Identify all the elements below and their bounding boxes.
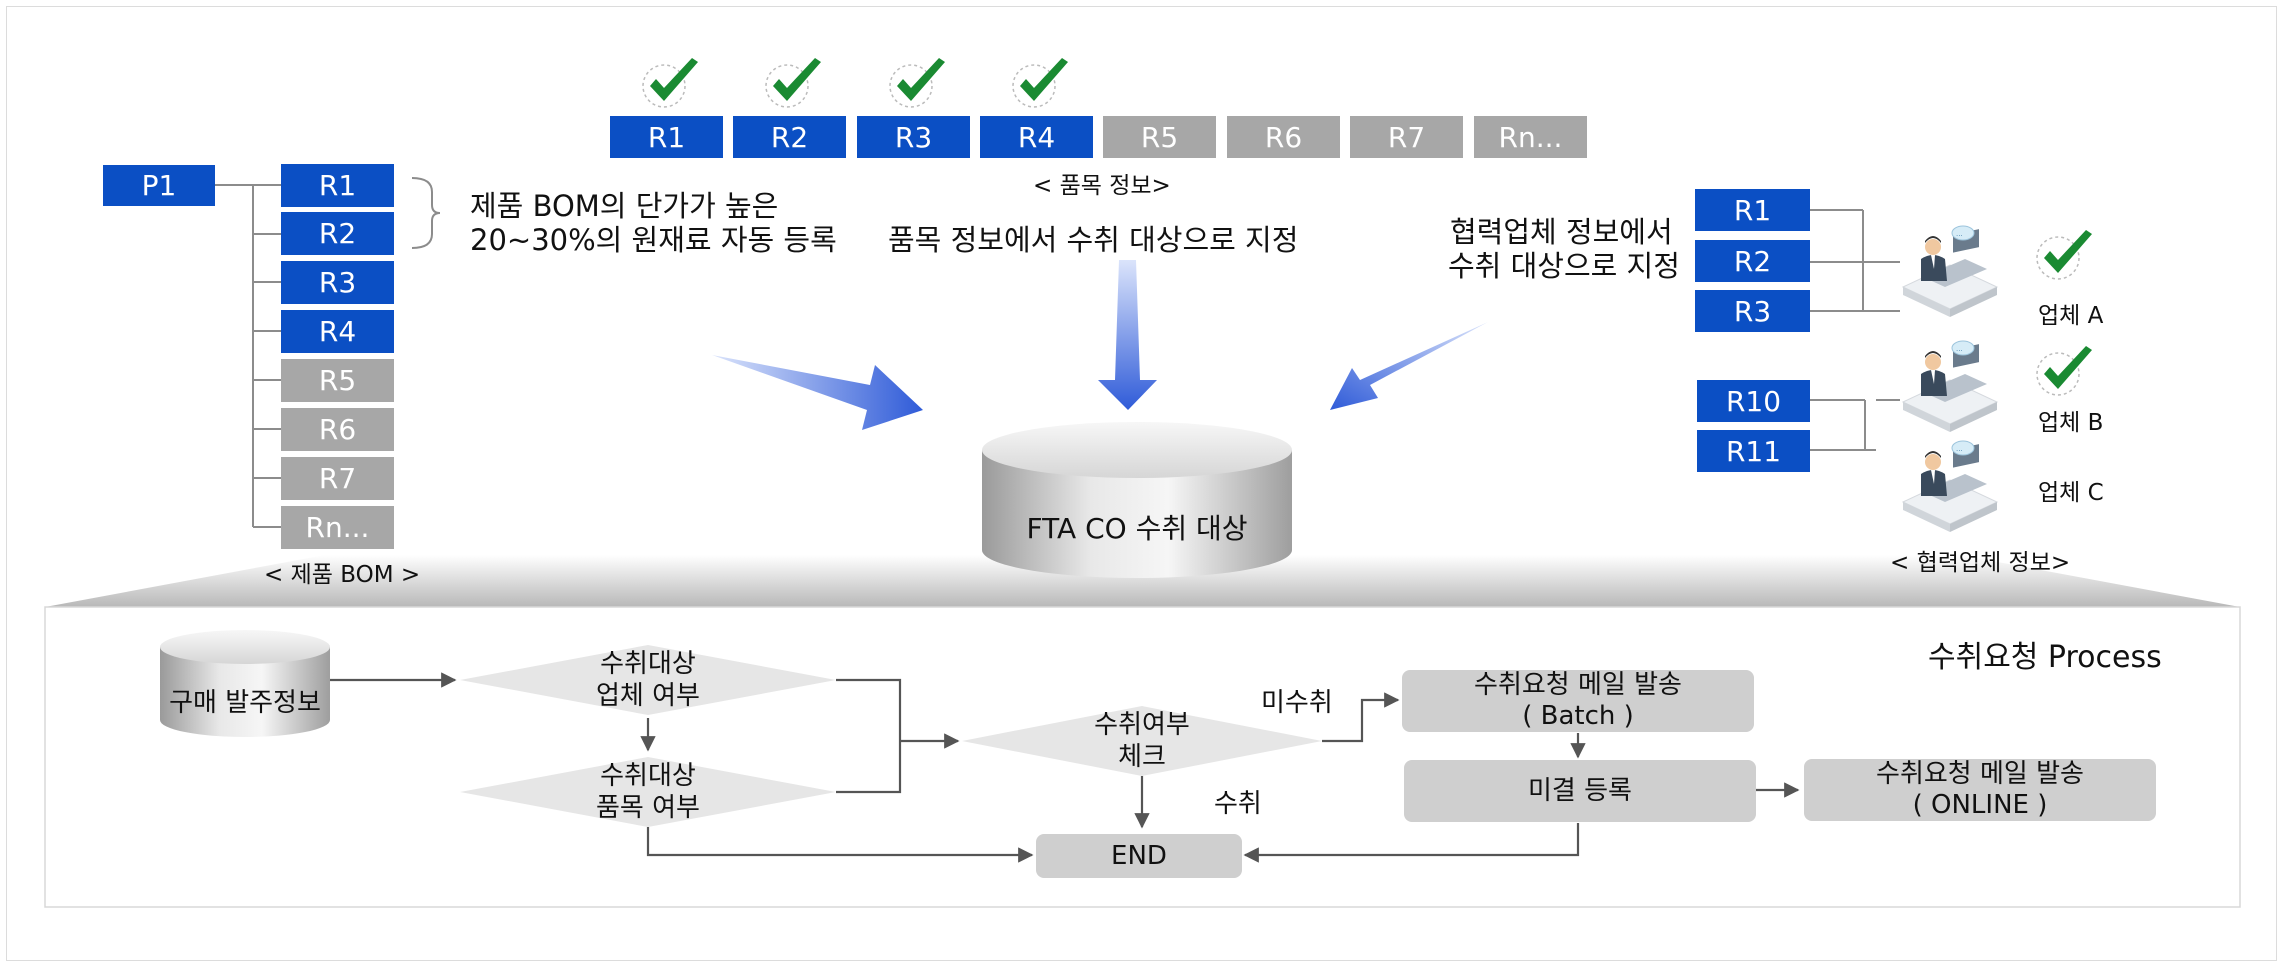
process-title: 수취요청 Process — [1928, 640, 2162, 675]
item-info-box: Rn... — [1474, 116, 1587, 158]
received-label: 수취 — [1214, 789, 1262, 819]
check-icon — [887, 56, 951, 116]
bom-parent-p1: P1 — [103, 165, 215, 206]
items-note: 품목 정보에서 수취 대상으로 지정 — [888, 223, 1299, 257]
check-icon — [763, 56, 827, 116]
diagram-frame — [6, 6, 2277, 961]
vendor-caption: < 협력업체 정보> — [1890, 550, 2071, 576]
bom-caption: < 제품 BOM > — [264, 562, 421, 588]
bom-item: R3 — [281, 261, 394, 304]
vendor-a-item: R1 — [1695, 189, 1810, 231]
bom-note-line1: 제품 BOM의 단가가 높은 — [470, 189, 779, 223]
not-received-label: 미수취 — [1261, 688, 1333, 718]
vendor-c-worker-icon: ... — [1895, 440, 2005, 536]
bom-note-line2: 20~30%의 원재료 자동 등록 — [470, 223, 837, 257]
vendor-b-worker-icon: ... — [1895, 340, 2005, 436]
target-db-cylinder — [982, 422, 1292, 578]
vendor-b-check-icon — [2034, 344, 2098, 404]
vendor-note-line1: 협력업체 정보에서 — [1450, 215, 1673, 249]
diamond-receipt-check — [962, 706, 1322, 776]
vendor-b-item: R10 — [1697, 380, 1810, 422]
diamond-item-check — [460, 757, 836, 827]
vendor-b-label: 업체 B — [2038, 410, 2104, 436]
target-db-label: FTA CO 수취 대상 — [1026, 512, 1248, 545]
end-box: END — [1036, 834, 1242, 878]
bom-item: R7 — [281, 457, 394, 500]
items-caption: < 품목 정보> — [1033, 173, 1171, 199]
svg-text:...: ... — [1956, 345, 1963, 353]
arrow-from-items — [1098, 260, 1157, 410]
item-info-box: R6 — [1227, 116, 1340, 158]
arrow-from-bom — [712, 355, 923, 430]
item-info-box: R1 — [610, 116, 723, 158]
bom-item: Rn... — [281, 506, 394, 549]
bom-item: R6 — [281, 408, 394, 451]
vendor-note-line2: 수취 대상으로 지정 — [1448, 249, 1680, 283]
batch-mail-box: 수취요청 메일 발송( Batch ) — [1402, 670, 1754, 732]
vendor-a-check-icon — [2034, 228, 2098, 288]
item-info-box: R7 — [1350, 116, 1463, 158]
bom-item: R1 — [281, 164, 394, 207]
check-icon — [640, 56, 704, 116]
item-info-box: R4 — [980, 116, 1093, 158]
online-mail-box: 수취요청 메일 발송( ONLINE ) — [1804, 759, 2156, 821]
bom-tree-lines — [215, 184, 281, 528]
bom-item: R4 — [281, 310, 394, 353]
vendor-lines — [1810, 209, 1900, 451]
purchase-db-cylinder — [160, 630, 330, 737]
purchase-db-label: 구매 발주정보 — [169, 687, 321, 718]
flow-lines — [330, 672, 1800, 863]
vendor-a-item: R2 — [1695, 240, 1810, 282]
item-info-box: R3 — [857, 116, 970, 158]
pending-register-box: 미결 등록 — [1404, 760, 1756, 822]
vendor-c-label: 업체 C — [2038, 480, 2104, 506]
bom-item: R5 — [281, 359, 394, 402]
svg-text:...: ... — [1956, 445, 1963, 453]
item-info-box: R2 — [733, 116, 846, 158]
vendor-a-worker-icon: ... — [1895, 225, 2005, 321]
check-icon — [1010, 56, 1074, 116]
svg-text:...: ... — [1956, 230, 1963, 238]
arrow-from-vendor — [1330, 322, 1488, 410]
item-info-box: R5 — [1103, 116, 1216, 158]
vendor-a-label: 업체 A — [2038, 303, 2104, 329]
diamond-vendor-check — [460, 645, 836, 715]
vendor-b-item: R11 — [1697, 430, 1810, 472]
vendor-a-item: R3 — [1695, 290, 1810, 332]
bom-item: R2 — [281, 212, 394, 255]
panel-header-shade — [45, 555, 2240, 607]
brace — [411, 177, 441, 249]
